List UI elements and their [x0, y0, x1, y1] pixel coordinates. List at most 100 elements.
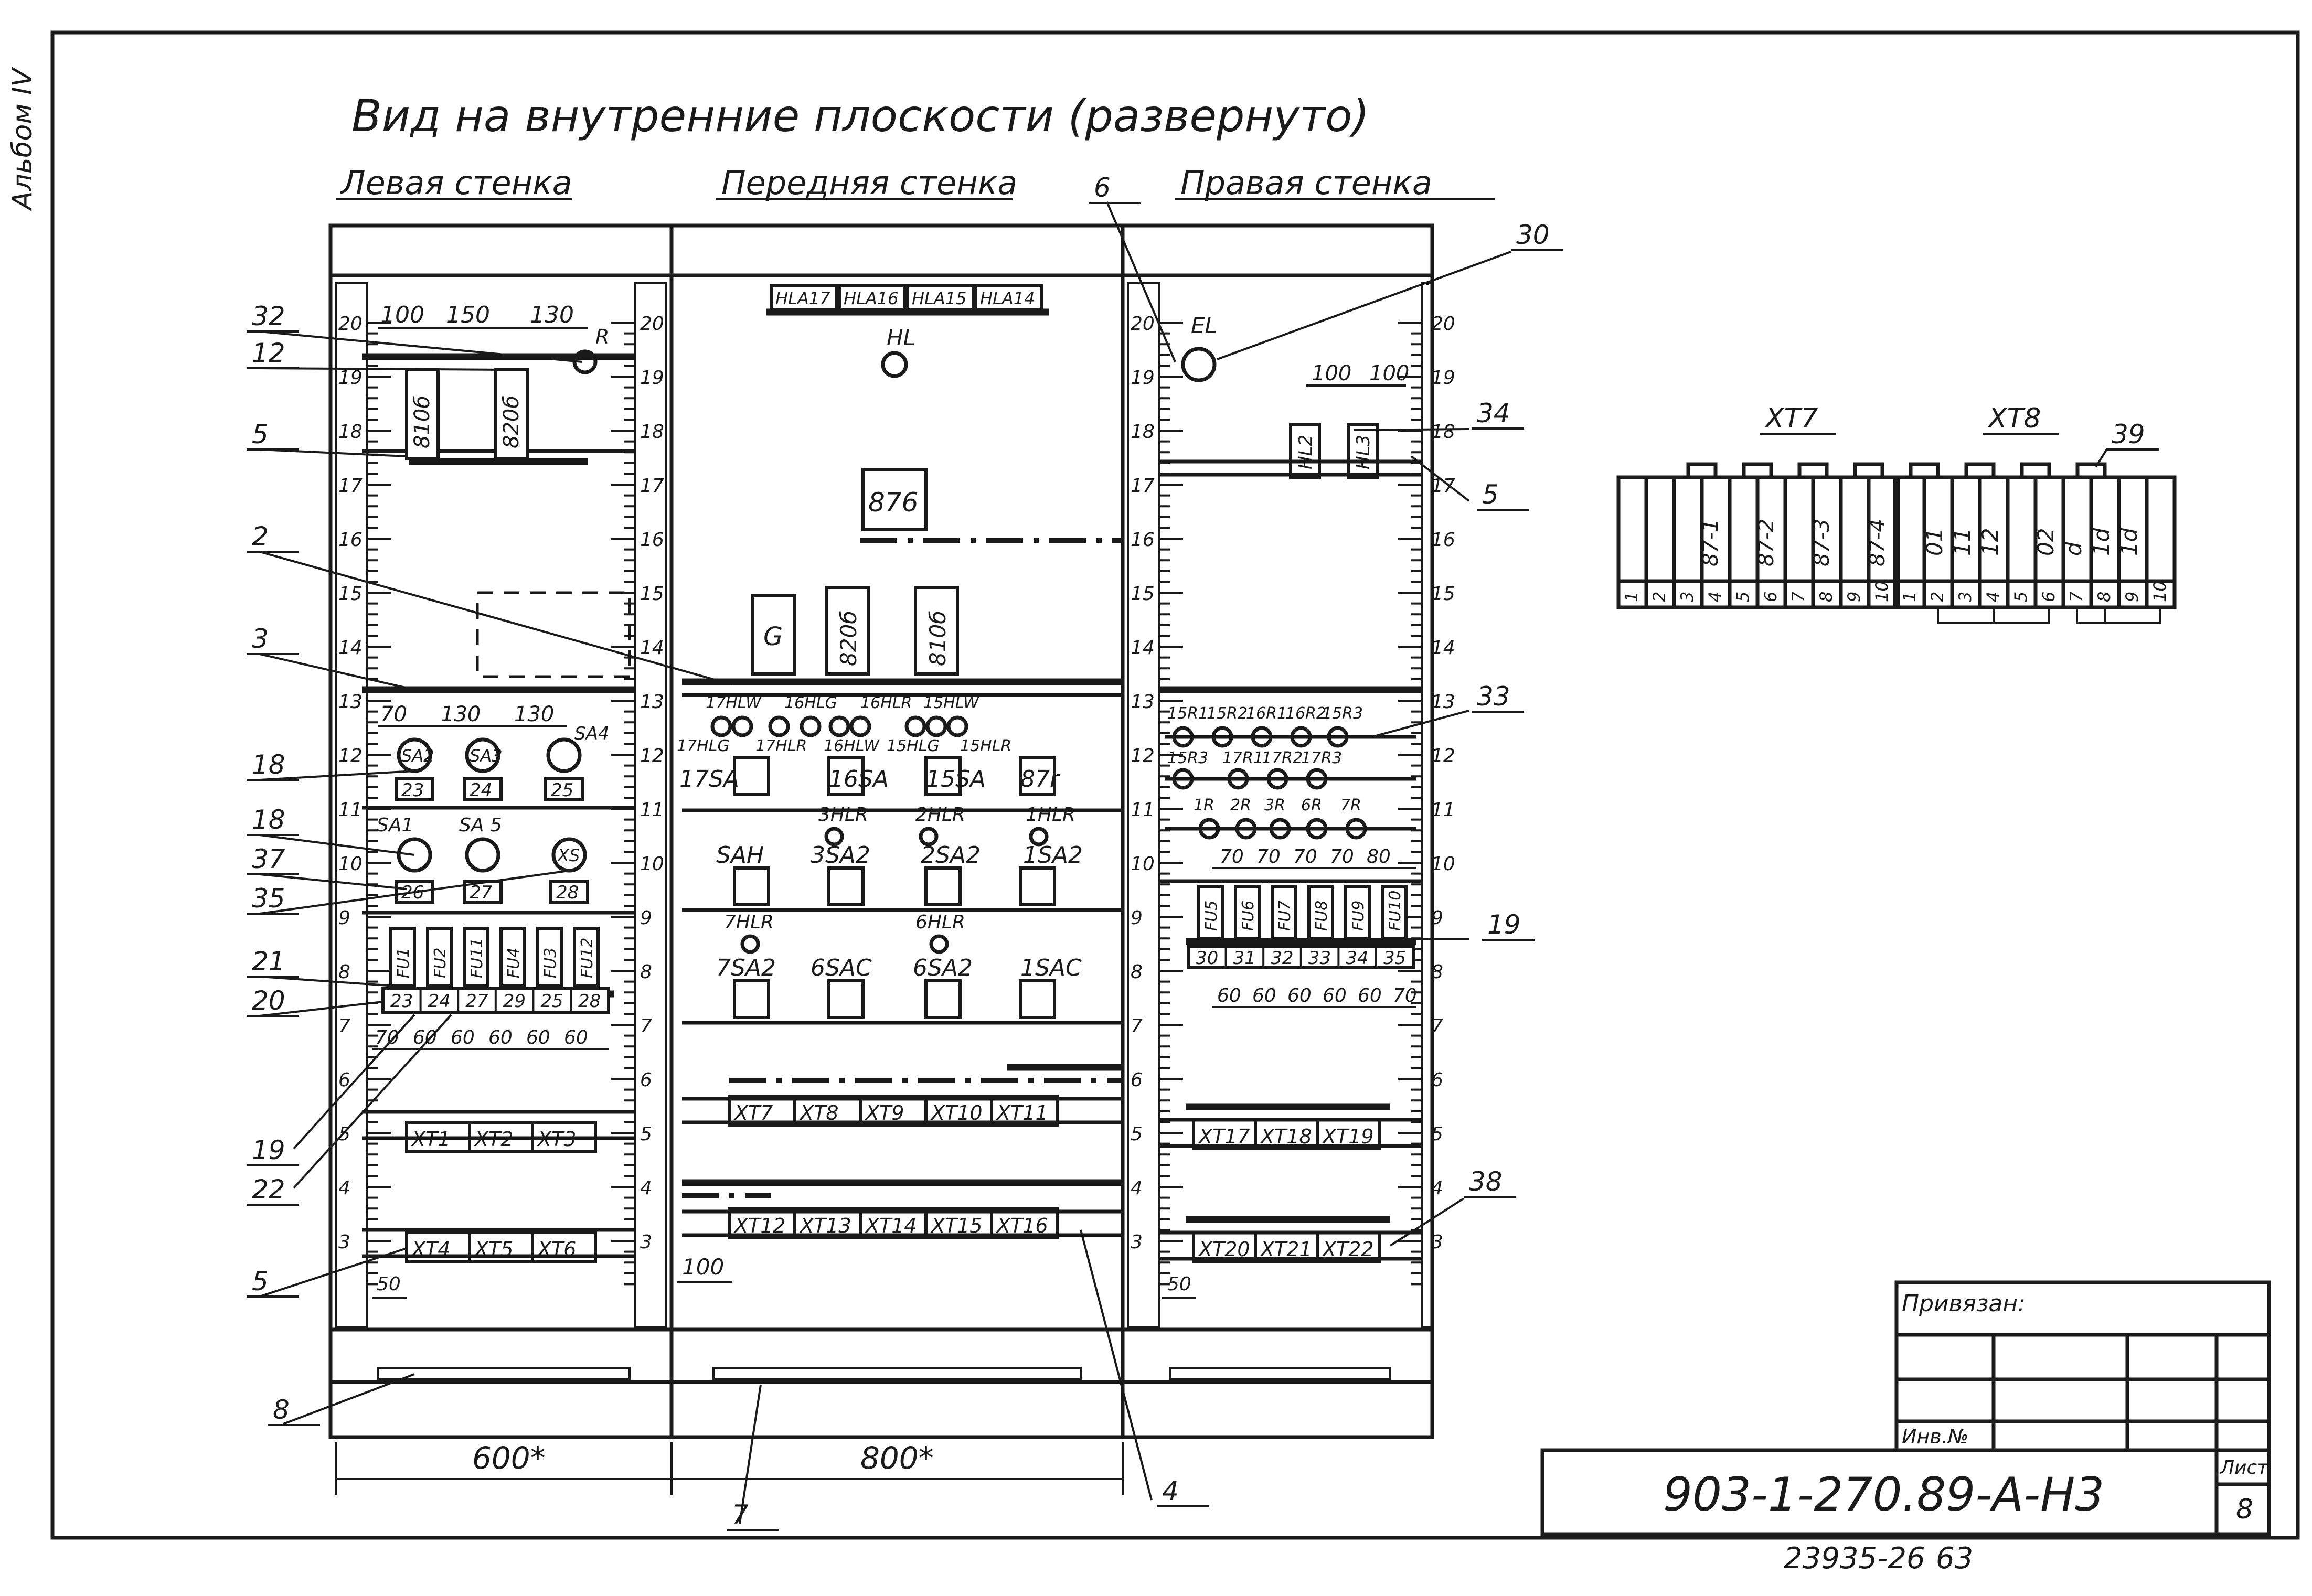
rail-number: 3	[338, 1231, 350, 1253]
rail-number: 18	[1131, 421, 1155, 443]
lamp-label: 16HLR	[860, 694, 912, 712]
fuse-label: FU12	[578, 938, 596, 978]
switch-sa1	[397, 837, 432, 873]
terminal-number: 9	[2122, 592, 2142, 602]
tag-label: 25	[551, 780, 573, 801]
rail-number: 10	[640, 853, 664, 875]
terminal-mark: 12	[1977, 528, 2003, 556]
resistor-label: 17R3	[1301, 749, 1342, 767]
rail-number: 10	[1431, 853, 1455, 875]
rail-number: 17	[640, 475, 664, 497]
rail-number: 16	[1131, 529, 1155, 551]
lamp-label: 7HLR	[724, 912, 774, 933]
dim-label: 60	[564, 1027, 588, 1048]
fuse	[1381, 885, 1408, 940]
rail-number: 16	[1431, 529, 1455, 551]
fuse-tag: 28	[578, 991, 601, 1012]
terminal-mark: 11	[1949, 528, 1975, 556]
left-wall: 100 150 130 810б 820б R 70 130 130 SA2 S…	[362, 302, 635, 1299]
rail-number: 5	[1131, 1123, 1143, 1145]
lamp-label: 15HLW	[923, 694, 979, 712]
resistor-label: 15R3	[1322, 704, 1363, 723]
fuse-label: FU7	[1276, 901, 1294, 931]
terminal-mark: 87-2	[1754, 519, 1778, 566]
box-label: 820б	[836, 610, 861, 666]
dim-label: 70	[1330, 846, 1354, 867]
rail-number: 18	[640, 421, 664, 443]
rail-number: 6	[1431, 1069, 1443, 1091]
signal-lamp	[731, 715, 753, 737]
fuse	[389, 927, 416, 988]
terminal-number: 1	[1622, 592, 1642, 602]
dim-label: 60	[1252, 985, 1276, 1006]
rail-number: 17	[1431, 475, 1455, 497]
rail-number: 6	[338, 1069, 350, 1091]
rail-number: 14	[640, 637, 664, 659]
fuse	[499, 927, 526, 988]
rail-number: 3	[640, 1231, 652, 1253]
resistor-label: 7R	[1340, 796, 1361, 815]
fuse-label: FU4	[505, 948, 523, 978]
rail-number: 5	[1431, 1123, 1443, 1145]
rail-number: 20	[1431, 313, 1455, 335]
rail-left-wall-b	[634, 282, 667, 1328]
switch-label: SA2	[401, 746, 434, 766]
fuse-label: FU6	[1239, 901, 1258, 931]
rail-number: 15	[640, 583, 664, 605]
generator-g	[751, 594, 796, 676]
rail-number: 13	[1431, 691, 1455, 713]
callout-number: 38	[1469, 1166, 1503, 1197]
signal-lamp	[849, 715, 871, 737]
resistor-label: 15R2	[1207, 704, 1248, 723]
relay-820b-front	[825, 586, 870, 676]
box-label: G	[763, 622, 783, 651]
rail-number: 3	[1431, 1231, 1443, 1253]
fuse-label: FU11	[468, 938, 486, 978]
rail-number: 5	[640, 1123, 652, 1145]
rail-number: 17	[1131, 475, 1155, 497]
resistor-label: 6R	[1301, 796, 1322, 815]
fuse	[426, 927, 453, 988]
dim-label: 60	[1217, 985, 1241, 1006]
xt7-label: XT7	[1764, 403, 1818, 434]
terminal-mark: d	[2061, 542, 2086, 556]
terminal-number: 3	[1677, 592, 1697, 602]
lamp-hl2	[1289, 423, 1321, 479]
fuse-tag: 27	[465, 991, 488, 1012]
terminal-mark: 1d	[2089, 528, 2114, 556]
terminal-block	[1316, 1118, 1381, 1150]
dim-label: 150	[446, 302, 490, 328]
rail-number: 10	[338, 853, 363, 875]
terminal-number: 2	[1927, 592, 1947, 602]
dim-800: 800*	[860, 1440, 934, 1476]
rail-number: 13	[338, 691, 363, 713]
dim-label: 50	[1167, 1273, 1191, 1295]
fuse-label: FU8	[1313, 901, 1331, 931]
wall-title-front: Передняя стенка	[721, 164, 1017, 202]
terminal-block	[1316, 1231, 1381, 1263]
resistor-label: 16R1	[1246, 704, 1287, 723]
fuse-label: FU5	[1202, 901, 1221, 931]
fuse-tag: 32	[1271, 948, 1293, 969]
lamp-box	[906, 284, 975, 311]
fuse-label: FU10	[1386, 891, 1404, 931]
rail-front-wall-a	[1127, 282, 1160, 1328]
dim-label: 70	[380, 702, 407, 726]
fuse-label: FU9	[1349, 901, 1368, 931]
callout-number: 30	[1516, 220, 1550, 250]
page-title: Вид на внутренние плоскости (развернуто)	[351, 90, 1369, 142]
callout-number: 5	[252, 419, 269, 449]
rail-number: 9	[1431, 907, 1443, 929]
terminal-block	[990, 1207, 1059, 1239]
terminal-block	[1192, 1118, 1257, 1150]
rail-number: 8	[338, 961, 350, 983]
footer-code: 23935-26	[1784, 1541, 1925, 1576]
lamp-label: HLA15	[912, 288, 967, 308]
hl-lamp	[881, 351, 908, 378]
terminal-number: 6	[1761, 592, 1781, 602]
dim-label: 100	[1369, 361, 1409, 385]
signal-lamp	[1029, 827, 1049, 847]
wall-title-left: Левая стенка	[340, 164, 572, 202]
switch-label: 7SA2	[716, 955, 776, 981]
dim-label: 70	[1220, 846, 1244, 867]
